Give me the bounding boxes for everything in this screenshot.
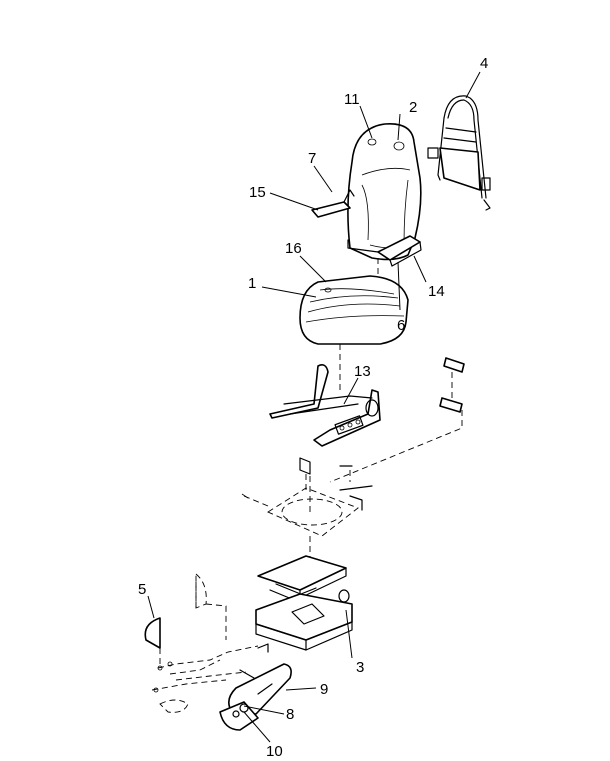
callout-5: 5 [138, 581, 146, 598]
swivel-plate [241, 476, 359, 537]
side-cover [144, 573, 227, 664]
right-armrest [347, 235, 422, 267]
callout-1: 1 [248, 275, 256, 292]
callout-16: 16 [285, 240, 302, 257]
callout-11: 11 [344, 91, 360, 108]
callout-3: 3 [356, 659, 364, 676]
adjustment-handle [219, 663, 292, 731]
mounting-bolts [329, 357, 465, 483]
backrest-frame [427, 95, 491, 211]
control-linkage [151, 645, 259, 713]
seat-cushion [299, 275, 409, 345]
callout-14: 14 [428, 283, 445, 300]
callout-6: 6 [397, 317, 405, 334]
callout-15: 15 [249, 184, 266, 201]
callout-10: 10 [266, 743, 283, 760]
callout-2: 2 [409, 99, 417, 116]
callout-13: 13 [354, 363, 371, 380]
suspension-base [255, 555, 353, 653]
left-armrest [311, 189, 355, 218]
seat-pan-frame [269, 364, 381, 447]
leader-lines [147, 71, 481, 743]
callout-7: 7 [308, 150, 316, 167]
callout-9: 9 [320, 681, 328, 698]
mount-brackets [299, 457, 373, 511]
callout-8: 8 [286, 706, 294, 723]
callout-4: 4 [480, 55, 488, 72]
